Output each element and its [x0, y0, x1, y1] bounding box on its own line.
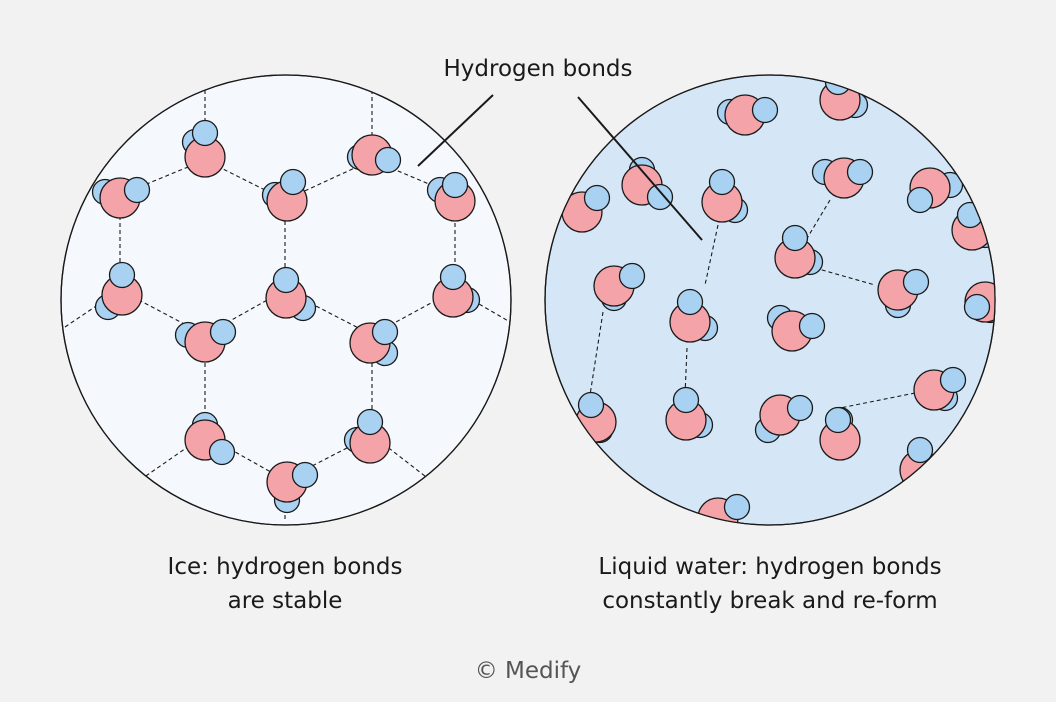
- ice-caption-line1: Ice: hydrogen bonds: [167, 554, 403, 580]
- hydrogen-atom: [583, 184, 611, 212]
- liquid-hydrogen-bonds: [589, 199, 916, 409]
- callout-line-liquid: [577, 96, 703, 241]
- ice-caption: Ice: hydrogen bonds are stable: [105, 550, 465, 618]
- water-molecule: [261, 168, 308, 222]
- water-molecule: [346, 134, 402, 176]
- water-molecule: [819, 406, 861, 461]
- water-molecule: [265, 266, 317, 322]
- hydrogen-bond-line: [799, 199, 831, 251]
- water-molecule: [754, 394, 814, 444]
- hydrogen-atom: [618, 262, 646, 290]
- hydrogen-atom: [824, 75, 852, 96]
- water-molecule: [266, 461, 319, 514]
- water-molecule: [181, 119, 226, 178]
- hydrogen-atom: [708, 168, 736, 196]
- liquid-caption: Liquid water: hydrogen bonds constantly …: [530, 550, 1010, 618]
- hydrogen-atom: [902, 268, 930, 296]
- water-molecule: [91, 176, 151, 219]
- water-molecule: [426, 171, 476, 222]
- water-molecule: [94, 261, 143, 321]
- hydrogen-atom: [374, 146, 402, 174]
- hydrogen-atom: [272, 266, 300, 294]
- hydrogen-atom: [279, 168, 307, 196]
- hydrogen-atom: [108, 261, 136, 289]
- liquid-caption-line2: constantly break and re-form: [602, 588, 938, 614]
- hydrogen-atom: [209, 318, 237, 346]
- copyright-credit: © Medify: [474, 658, 582, 684]
- hydrogen-atom: [824, 406, 852, 434]
- water-molecule: [593, 262, 646, 312]
- hydrogen-bond-line: [371, 434, 431, 481]
- water-molecule: [716, 94, 779, 136]
- water-molecule: [432, 263, 481, 318]
- liquid-caption-line1: Liquid water: hydrogen bonds: [598, 554, 942, 580]
- hydrogen-atom: [798, 312, 826, 340]
- callout-line-ice: [417, 94, 494, 167]
- ice-caption-line2: are stable: [227, 588, 343, 614]
- water-molecule: [906, 167, 964, 214]
- water-molecule: [669, 288, 719, 343]
- hydrogen-atom: [356, 408, 384, 436]
- hydrogen-atom: [441, 171, 469, 199]
- water-molecule: [621, 156, 674, 211]
- hydrogen-atom: [123, 176, 151, 204]
- hydrogen-atom: [577, 391, 605, 419]
- hydrogen-bond-line: [684, 347, 688, 396]
- water-molecule: [575, 391, 617, 444]
- hydrogen-atom: [291, 461, 319, 489]
- hydrogen-atom: [751, 96, 779, 124]
- water-molecule: [349, 318, 399, 367]
- water-molecule: [184, 411, 236, 466]
- water-molecule: [665, 386, 714, 441]
- water-molecule: [963, 281, 995, 324]
- hydrogen-atom: [676, 288, 704, 316]
- hydrogen-atom: [846, 158, 874, 186]
- hydrogen-atom: [906, 436, 934, 464]
- hydrogen-bonds-label: Hydrogen bonds: [443, 56, 633, 82]
- water-molecule: [819, 75, 869, 121]
- ice-panel: [60, 74, 512, 526]
- hydrogen-atom: [963, 293, 991, 321]
- hydrogen-atom: [939, 366, 967, 394]
- hydrogen-bond-line: [814, 267, 876, 286]
- water-molecule: [701, 168, 749, 224]
- hydrogen-bond-line: [839, 392, 916, 409]
- water-molecule: [343, 408, 391, 464]
- ice-molecules: [91, 119, 481, 514]
- hydrogen-atom: [208, 438, 236, 466]
- water-molecule: [174, 318, 237, 363]
- hydrogen-atom: [191, 119, 219, 147]
- hydrogen-atom: [371, 318, 399, 346]
- hydrogen-bond-line: [704, 224, 719, 286]
- hydrogen-atom: [781, 224, 809, 252]
- hydrogen-atom: [906, 186, 934, 214]
- water-molecule: [766, 304, 826, 352]
- water-molecule: [877, 268, 930, 319]
- hydrogen-atom: [786, 394, 814, 422]
- water-molecule: [913, 366, 967, 412]
- water-molecule: [951, 201, 995, 251]
- water-molecule: [774, 224, 824, 279]
- hydrogen-atom: [672, 386, 700, 414]
- hydrogen-atom: [723, 493, 751, 521]
- hydrogen-atom: [646, 183, 674, 211]
- water-molecule: [811, 157, 874, 199]
- hydrogen-atom: [439, 263, 467, 291]
- hydrogen-bond-line: [589, 311, 604, 396]
- water-molecule: [561, 184, 611, 233]
